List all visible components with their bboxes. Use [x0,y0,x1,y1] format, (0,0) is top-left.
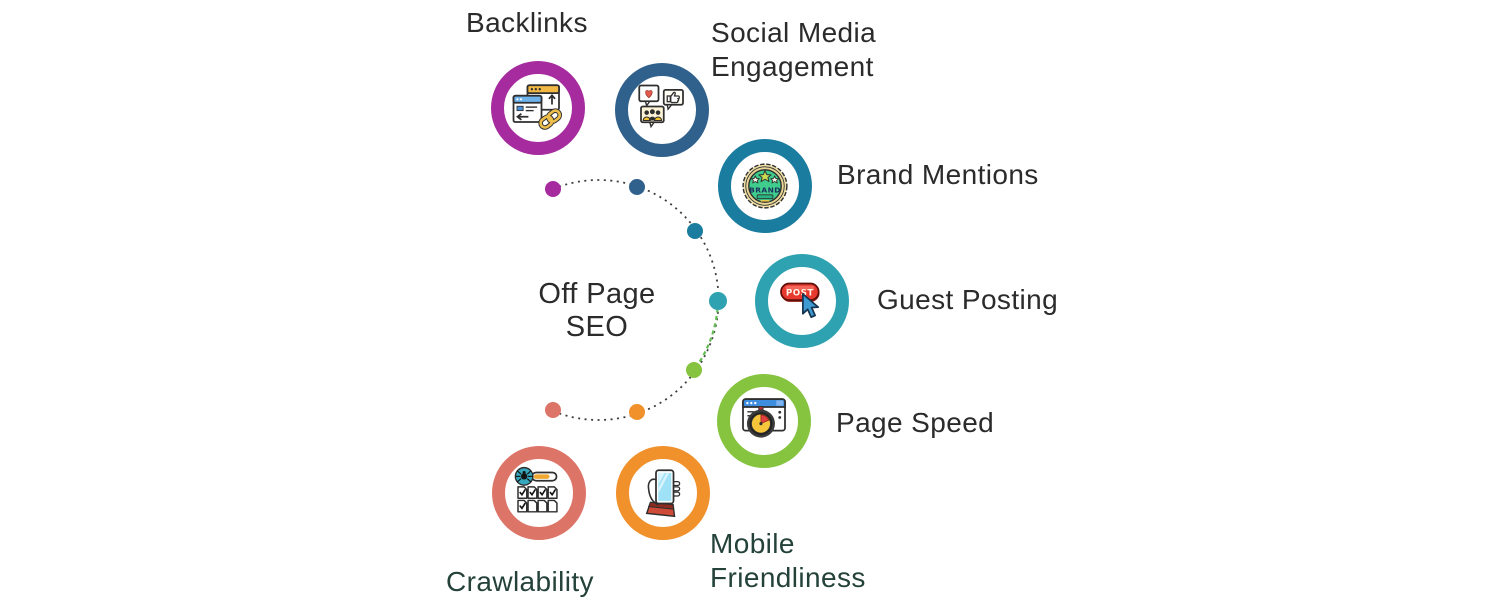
connector-dot-crawlability [545,402,561,418]
brand-mentions-label-line1: Brand Mentions [837,159,1039,190]
connector-dot-social-media [629,179,645,195]
brand-badge-icon: BRAND [742,163,788,209]
backlinks-icon [512,84,562,130]
node-social-media-engagement [615,63,709,157]
node-crawlability [492,446,586,540]
mobile-friendliness-ring [616,446,710,540]
brand-mentions-label: Brand Mentions [837,158,1039,192]
backlinks-label: Backlinks [466,6,588,40]
backlinks-label-line1: Backlinks [466,7,588,38]
center-title-line2: SEO [565,311,629,343]
page-speed-label: Page Speed [836,406,994,440]
node-mobile-friendliness [616,446,710,540]
social-bubbles-icon [638,84,684,129]
center-title-line1: Off Page [538,278,656,310]
social-media-label-line2: Engagement [711,51,874,82]
guest-posting-label: Guest Posting [877,283,1058,317]
connector-dot-backlinks [545,181,561,197]
crawlability-label-line1: Crawlability [446,566,594,597]
node-guest-posting: POST [755,254,849,348]
guest-posting-label-line1: Guest Posting [877,284,1059,315]
speedometer-window-icon [742,398,786,438]
node-page-speed [717,374,811,468]
mobile-friendliness-label: Mobile Friendliness [710,527,866,595]
guest-posting-ring: POST [755,254,849,348]
connector-dot-mobile-friendliness [629,404,645,420]
mobile-friendliness-label-line1: Mobile [710,528,795,559]
social-media-ring [615,63,709,157]
hand-phone-icon [645,469,681,518]
mobile-friendliness-label-line2: Friendliness [710,562,866,593]
brand-mentions-ring: BRAND [718,139,812,233]
crawlability-ring [492,446,586,540]
connector-arc-green-segment [693,300,720,371]
backlinks-ring [491,61,585,155]
brand-badge-text: BRAND [749,186,781,195]
social-media-label-line1: Social Media [711,17,877,48]
social-media-label: Social Media Engagement [711,16,876,84]
connector-dot-guest-posting [709,292,727,310]
crawlability-label: Crawlability [446,565,594,599]
center-title: Off Page SEO [497,278,697,344]
post-button-text: POST [786,288,814,298]
connector-dot-page-speed [686,362,702,378]
connector-dot-brand-mentions [687,223,703,239]
page-speed-ring [717,374,811,468]
node-brand-mentions: BRAND [718,139,812,233]
page-speed-label-line1: Page Speed [836,407,995,438]
node-backlinks [491,61,585,155]
post-button-cursor-icon: POST [780,282,820,319]
spider-crawl-docs-icon [514,466,558,513]
